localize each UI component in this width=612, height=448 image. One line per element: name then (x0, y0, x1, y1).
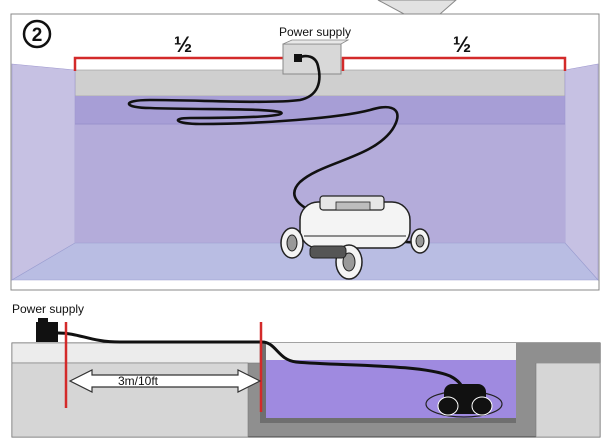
step-number: 2 (32, 25, 43, 46)
pool-water-top (266, 343, 516, 360)
side-view-panel: Power supply (11, 302, 601, 438)
left-half-label: ½ (174, 32, 192, 57)
right-half-label: ½ (453, 32, 471, 57)
corner-box-decoration (377, 0, 457, 15)
distance-arrow: 3m/10ft (68, 369, 262, 393)
top-view-panel: ½ ½ 2 Power supply (10, 0, 600, 291)
pool-floor (10, 242, 599, 281)
top-power-supply-box (282, 39, 350, 75)
side-robot (425, 384, 503, 418)
top-power-supply-label: Power supply (279, 25, 351, 39)
side-cable (56, 331, 466, 396)
side-power-supply-box (36, 318, 58, 342)
top-cable (127, 54, 399, 216)
robot-cleaner (280, 195, 430, 280)
pool-left-wall (11, 63, 76, 281)
deck-slab-right (535, 362, 601, 438)
deck-slab-left (11, 342, 261, 364)
pool-right-wall (564, 63, 599, 281)
distance-label: 3m/10ft (118, 374, 159, 388)
step-badge: 2 (22, 19, 52, 49)
side-power-supply-label: Power supply (12, 302, 84, 316)
